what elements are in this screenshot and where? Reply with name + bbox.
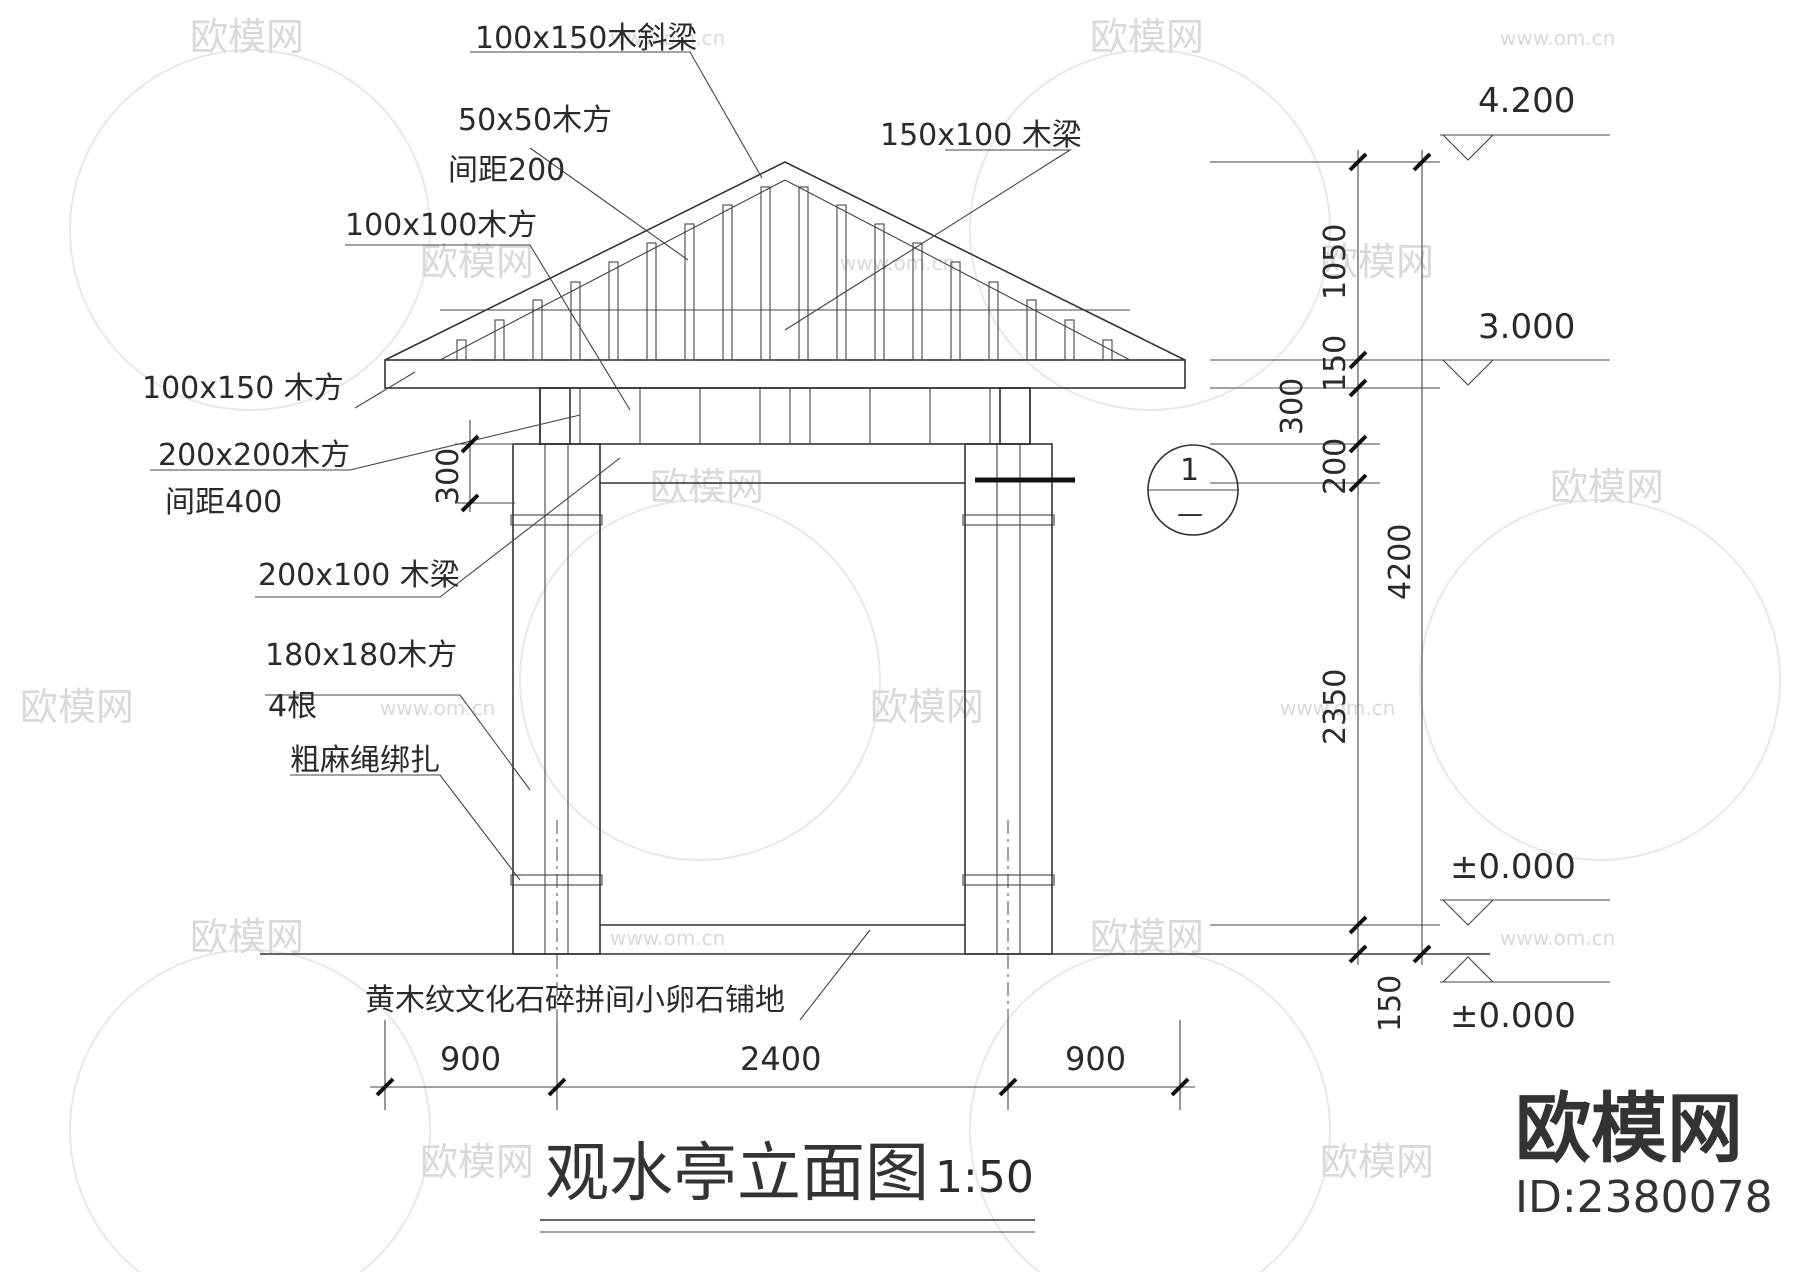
horizontal-dimensions: 900 2400 900: [370, 1020, 1195, 1110]
watermark-brand: 欧模网: [420, 240, 534, 284]
watermark-site: www.om.cn: [1500, 26, 1615, 50]
watermark-brand: 欧模网: [650, 465, 764, 509]
inner-rafter: [439, 179, 1131, 361]
watermark-site: www.om.cn: [840, 251, 955, 275]
watermark-brand: 欧模网: [20, 685, 134, 729]
logo-id: ID:2380078: [1515, 1172, 1773, 1223]
label-eave-150: 100x150 木方: [142, 371, 344, 406]
label-column-count: 4根: [268, 689, 317, 724]
dim-v-200: 200: [1318, 438, 1353, 495]
elevation-ground: ±0.000: [1450, 847, 1576, 887]
section-marker: 1 —: [1147, 444, 1239, 536]
roof-outline: [384, 161, 1186, 361]
label-rope: 粗麻绳绑扎: [290, 743, 440, 778]
eave-board: [384, 359, 1186, 389]
watermark-site: www.om.cn: [380, 696, 495, 720]
frieze-band: [539, 387, 1031, 445]
dim-v-2350: 2350: [1318, 669, 1353, 745]
vertical-dimensions: 1050 150 300 200 2350 4200 150: [1210, 150, 1440, 1032]
ground: [260, 924, 1490, 955]
dim-v-4200: 4200: [1383, 524, 1418, 600]
watermark-brand: 欧模网: [420, 1140, 534, 1184]
label-batten-spacing: 间距200: [448, 153, 565, 188]
dim-v-150b: 150: [1373, 975, 1408, 1032]
section-marker-number: 1: [1180, 453, 1199, 488]
watermark-brand: 欧模网: [1090, 915, 1204, 959]
watermark-layer: 欧模网 欧模网 欧模网 欧模网 欧模网 欧模网 欧模网 欧模网 欧模网 欧模网 …: [20, 15, 1781, 1272]
label-beam-200x100: 200x100 木梁: [258, 558, 460, 593]
leader-lines: [150, 51, 1072, 1021]
watermark-site: www.om.cn: [1500, 926, 1615, 950]
watermark-brand: 欧模网: [1320, 240, 1434, 284]
columns: [510, 443, 1075, 1090]
dim-v-1050: 1050: [1318, 224, 1353, 300]
watermark-site: www.om.cn: [610, 26, 725, 50]
logo-brand: 欧模网: [1515, 1084, 1743, 1173]
roof: [384, 161, 1186, 389]
label-square-200-spacing: 间距400: [165, 485, 282, 520]
roof-battens: [456, 186, 1113, 361]
dim-v-150a: 150: [1318, 335, 1353, 392]
dim-v-300: 300: [1275, 378, 1310, 435]
elevation-base: ±0.000: [1450, 996, 1576, 1036]
elevation-mid: 3.000: [1478, 307, 1575, 347]
elevation-markers: 4.200 3.000 ±0.000 ±0.000: [1440, 81, 1610, 1036]
dim-h-left: 900: [440, 1040, 501, 1078]
label-beam-top: 150x100 木梁: [880, 118, 1082, 153]
left-vertical-dimension: 300: [431, 420, 515, 513]
watermark-brand: 欧模网: [870, 685, 984, 729]
annotations: 100x150木斜梁 50x50木方 间距200 150x100 木梁 100x…: [142, 21, 1082, 1018]
dim-h-right: 900: [1065, 1040, 1126, 1078]
watermark-brand: 欧模网: [1550, 465, 1664, 509]
drawing-title: 观水亭立面图 1:50: [540, 1137, 1035, 1233]
watermark-brand: 欧模网: [190, 915, 304, 959]
dim-h-mid: 2400: [740, 1040, 821, 1078]
dim-v-300-left: 300: [431, 448, 466, 505]
section-marker-sheet: —: [1177, 499, 1203, 529]
elevation-top: 4.200: [1478, 81, 1575, 121]
watermark-brand: 欧模网: [1320, 1140, 1434, 1184]
label-column: 180x180木方: [265, 638, 457, 673]
watermark-brand: 欧模网: [190, 15, 304, 59]
title-scale: 1:50: [935, 1152, 1034, 1203]
frieze: [539, 387, 1031, 484]
label-square-200: 200x200木方: [158, 438, 350, 473]
brand-logo: 欧模网 ID:2380078: [1515, 1084, 1773, 1223]
watermark-site: www.om.cn: [1280, 696, 1395, 720]
label-paving: 黄木纹文化石碎拼间小卵石铺地: [365, 983, 785, 1018]
label-batten: 50x50木方: [458, 103, 612, 138]
watermark-brand: 欧模网: [1090, 15, 1204, 59]
watermark-site: www.om.cn: [610, 926, 725, 950]
title-text: 观水亭立面图: [545, 1137, 929, 1211]
label-square-100: 100x100木方: [345, 208, 537, 243]
label-rafter-diag: 100x150木斜梁: [475, 21, 697, 56]
